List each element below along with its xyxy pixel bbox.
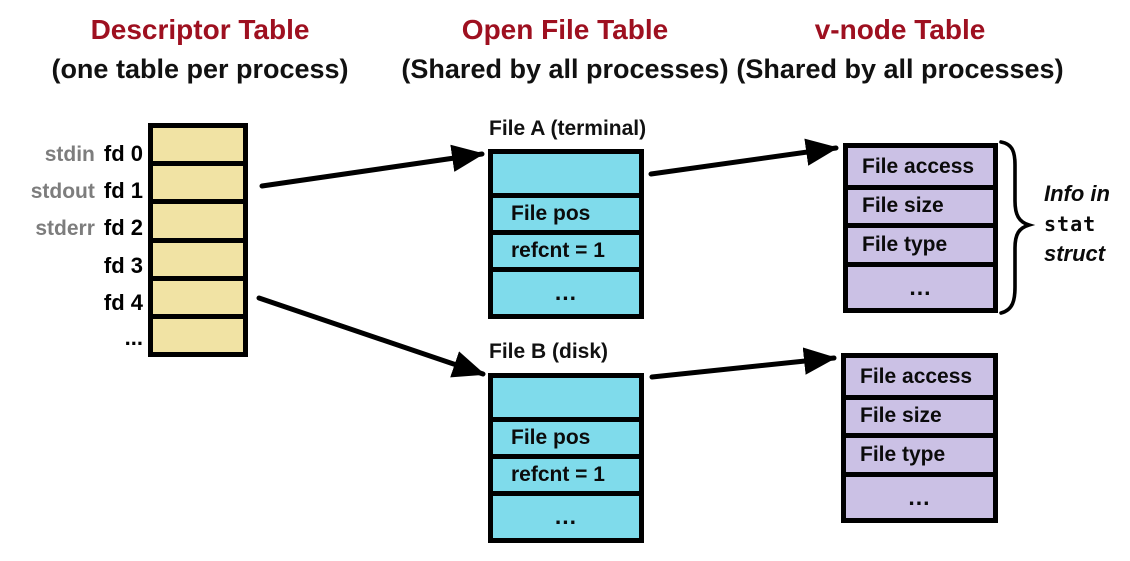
descriptor-cell-fd1 <box>153 161 243 200</box>
file-a-title: File A (terminal) <box>489 117 647 140</box>
open-file-table-file-b: File pos refcnt = 1 ... <box>488 373 644 543</box>
file-a-cell-refcnt: refcnt = 1 <box>493 229 639 267</box>
open-file-table-file-a: File pos refcnt = 1 ... <box>488 149 644 319</box>
file-b-cell-empty <box>493 378 639 417</box>
annotation-line-3: struct <box>1044 241 1106 266</box>
open-file-table-subtitle: (Shared by all processes) <box>401 54 729 84</box>
stream-label: stdin <box>44 143 95 166</box>
descriptor-table-subtitle: (one table per process) <box>51 54 349 84</box>
open-file-table-title: Open File Table <box>461 14 669 45</box>
descriptor-cell-ellipsis <box>153 313 243 353</box>
fd-label: fd 0 <box>103 141 143 166</box>
file-a-cell-ellipsis: ... <box>493 266 639 314</box>
arrow-fd4-to-file-b <box>256 295 486 378</box>
descriptor-table-title: Descriptor Table <box>90 14 310 45</box>
open-file-table-header: Open File Table (Shared by all processes… <box>385 14 745 85</box>
descriptor-cell-fd4 <box>153 275 243 314</box>
file-b-cell-ellipsis: ... <box>493 490 639 538</box>
annotation-line-1: Info in <box>1044 181 1110 206</box>
file-b-cell-refcnt: refcnt = 1 <box>493 453 639 491</box>
vnode-table-b: File access File size File type ... <box>841 353 998 523</box>
curly-brace-icon <box>999 140 1036 315</box>
vnode-a-cell-ellipsis: ... <box>848 262 993 308</box>
vnode-b-cell-access: File access <box>846 358 993 396</box>
descriptor-table-header: Descriptor Table (one table per process) <box>0 14 400 85</box>
fd-label: fd 2 <box>103 215 143 240</box>
fd-label: fd 3 <box>103 253 143 278</box>
descriptor-cell-fd3 <box>153 237 243 276</box>
stat-struct-annotation: Info in stat struct <box>1044 183 1110 265</box>
descriptor-cell-fd2 <box>153 199 243 238</box>
vnode-table-header: v-node Table (Shared by all processes) <box>715 14 1085 85</box>
fd-label-stdin: stdin fd 0 <box>0 140 143 167</box>
arrow-fd1-to-file-a <box>259 144 485 189</box>
fd-label-fd3: fd 3 <box>0 252 143 279</box>
file-a-cell-empty <box>493 154 639 193</box>
fd-label-stderr: stderr fd 2 <box>0 214 143 241</box>
vnode-a-cell-size: File size <box>848 185 993 223</box>
fd-label-ellipsis: ... <box>0 324 143 351</box>
vnode-a-cell-access: File access <box>848 148 993 186</box>
vnode-table-subtitle: (Shared by all processes) <box>736 54 1064 84</box>
annotation-line-2: stat <box>1044 212 1097 236</box>
vnode-b-cell-size: File size <box>846 395 993 433</box>
file-a-cell-filepos: File pos <box>493 192 639 230</box>
vnode-b-cell-type: File type <box>846 432 993 473</box>
vnode-table-title: v-node Table <box>814 14 986 45</box>
fd-label: fd 4 <box>103 290 143 315</box>
vnode-table-a: File access File size File type ... <box>843 143 998 313</box>
stream-label: stderr <box>35 217 95 240</box>
fd-label-fd4: fd 4 <box>0 289 143 316</box>
fd-label: ... <box>124 325 143 350</box>
fd-label-stdout: stdout fd 1 <box>0 177 143 204</box>
descriptor-cell-fd0 <box>153 128 243 162</box>
vnode-a-cell-type: File type <box>848 222 993 263</box>
stream-label: stdout <box>30 180 95 203</box>
descriptor-table <box>148 123 248 357</box>
arrow-file-a-to-vnode-a <box>648 138 839 177</box>
vnode-b-cell-ellipsis: ... <box>846 472 993 518</box>
file-b-title: File B (disk) <box>489 340 609 363</box>
arrow-file-b-to-vnode-b <box>649 347 837 380</box>
fd-label: fd 1 <box>103 178 143 203</box>
file-b-cell-filepos: File pos <box>493 416 639 454</box>
